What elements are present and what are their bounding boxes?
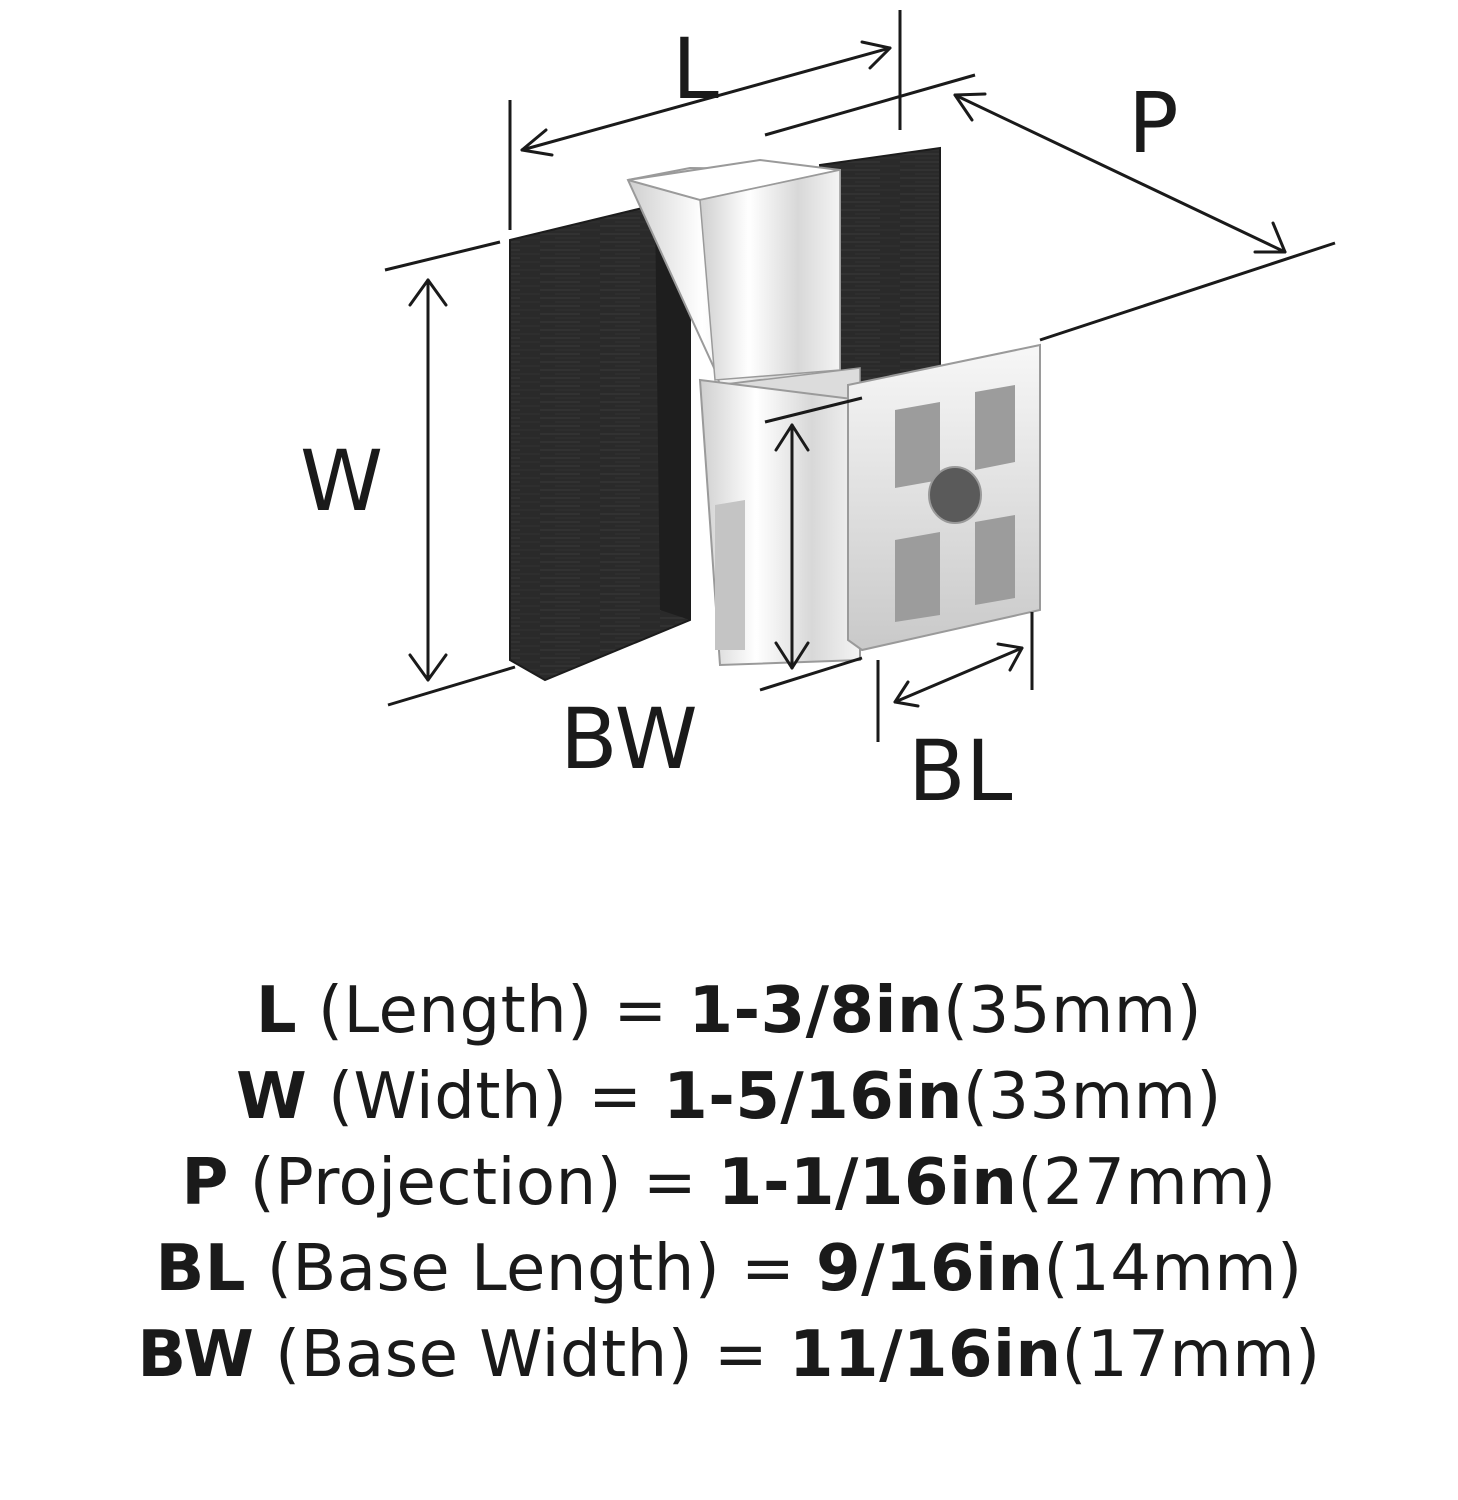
dimension-spec-list: L (Length) = 1-3/8in(35mm) W (Width) = 1… (0, 968, 1458, 1398)
spec-imperial: 1-1/16in (717, 1146, 1018, 1220)
spec-imperial: 1-3/8in (688, 974, 944, 1048)
spec-row-length: L (Length) = 1-3/8in(35mm) (0, 968, 1458, 1054)
spec-row-width: W (Width) = 1-5/16in(33mm) (0, 1054, 1458, 1140)
spec-desc: (Width) = (307, 1060, 664, 1134)
dimension-arrows (408, 40, 1287, 708)
spec-imperial: 9/16in (816, 1232, 1044, 1306)
spec-imperial: 1-5/16in (663, 1060, 963, 1134)
wood-front-panel (509, 203, 691, 682)
chrome-base-plate (847, 343, 1041, 652)
spec-code: W (236, 1060, 308, 1134)
spec-desc: (Base Width) = (254, 1318, 790, 1392)
spec-code: P (181, 1146, 229, 1220)
spec-row-base-width: BW (Base Width) = 11/16in(17mm) (0, 1312, 1458, 1398)
label-BL: BL (908, 722, 1013, 820)
spec-desc: (Base Length) = (246, 1232, 817, 1306)
spec-code: L (255, 974, 298, 1048)
label-P: P (1128, 74, 1179, 172)
spec-imperial: 11/16in (789, 1318, 1062, 1392)
hook-dimension-diagram: L P W BW BL (300, 10, 1336, 820)
extension-lines (384, 10, 1336, 742)
label-L: L (672, 20, 719, 118)
spec-metric: (33mm) (962, 1060, 1222, 1134)
spec-desc: (Length) = (297, 974, 689, 1048)
spec-metric: (14mm) (1043, 1232, 1303, 1306)
spec-desc: (Projection) = (228, 1146, 718, 1220)
spec-row-projection: P (Projection) = 1-1/16in(27mm) (0, 1140, 1458, 1226)
spec-metric: (27mm) (1017, 1146, 1277, 1220)
spec-row-base-length: BL (Base Length) = 9/16in(14mm) (0, 1226, 1458, 1312)
spec-code: BL (155, 1232, 246, 1306)
spec-code: BW (137, 1318, 255, 1392)
label-BW: BW (560, 690, 698, 788)
spec-metric: (17mm) (1061, 1318, 1321, 1392)
label-W: W (300, 432, 383, 530)
spec-metric: (35mm) (943, 974, 1203, 1048)
chrome-hook (626, 158, 861, 667)
